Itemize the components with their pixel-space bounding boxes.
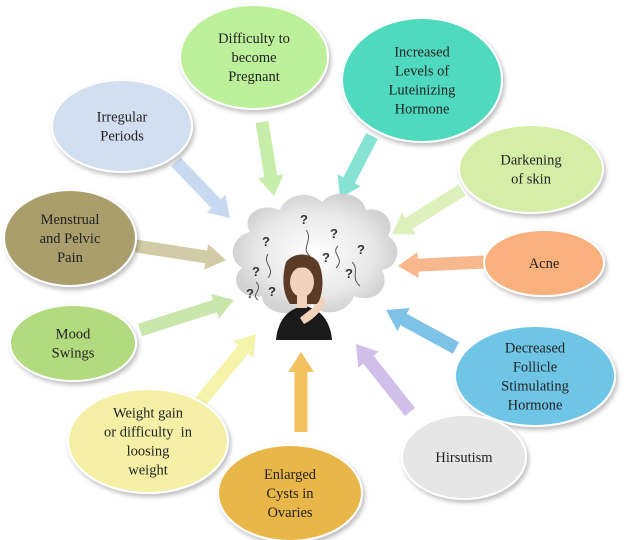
bubble-shape-difficulty-pregnant xyxy=(179,4,329,110)
bubble-text-darkening-skin-line-1: Darkening xyxy=(500,153,561,169)
bubble-text-irregular-periods-line-1: Irregular xyxy=(97,110,148,126)
bubble-text-menstrual-pain-line-3: Pain xyxy=(57,250,84,266)
bubble-shape-acne xyxy=(483,229,605,297)
arrow-enlarged-cysts xyxy=(288,352,314,432)
bubble-text-menstrual-pain-line-1: Menstrual xyxy=(41,212,100,228)
arrow-acne xyxy=(398,252,485,279)
bubble-acne: Acne xyxy=(483,229,605,297)
bubble-text-luteinizing-hormone-line-4: Hormone xyxy=(395,102,450,118)
arrows-layer xyxy=(135,121,485,432)
woman-figure xyxy=(276,254,332,340)
svg-text:?: ? xyxy=(252,264,260,279)
bubble-text-mood-swings-line-1: Mood xyxy=(56,327,91,343)
bubble-text-menstrual-pain-line-2: and Pelvic xyxy=(40,231,101,247)
bubble-text-luteinizing-hormone-line-1: Increased xyxy=(394,45,450,61)
svg-text:?: ? xyxy=(262,234,270,249)
bubble-text-luteinizing-hormone-line-3: Luteinizing xyxy=(389,83,456,99)
svg-text:?: ? xyxy=(345,266,353,281)
bubble-text-acne-line-1: Acne xyxy=(529,256,560,272)
svg-text:?: ? xyxy=(300,212,308,227)
bubble-shape-hirsutism xyxy=(401,414,527,500)
bubble-darkening-skin: Darkening of skin xyxy=(458,124,604,214)
arrow-difficulty-pregnant xyxy=(255,121,284,196)
bubble-text-follicle-hormone-line-1: Decreased xyxy=(505,341,566,357)
bubble-text-difficulty-pregnant-line-2: become xyxy=(231,50,276,66)
svg-text:?: ? xyxy=(330,226,338,241)
bubble-text-weight-gain-line-3: loosing xyxy=(127,444,170,460)
arrow-irregular-periods xyxy=(171,157,230,218)
bubble-text-hirsutism-line-1: Hirsutism xyxy=(435,450,493,466)
arrow-weight-gain xyxy=(195,334,256,407)
arrow-luteinizing-hormone xyxy=(337,133,378,198)
bubble-text-weight-gain-line-2: or difficulty in xyxy=(104,425,193,441)
bubble-shape-irregular-periods xyxy=(51,79,193,173)
svg-text:?: ? xyxy=(268,284,276,299)
bubble-text-mood-swings-line-2: Swings xyxy=(52,346,95,362)
bubble-text-difficulty-pregnant-line-1: Difficulty to xyxy=(218,31,290,47)
bubble-shape-mood-swings xyxy=(9,304,137,382)
question-marks: ? ? ? ? ? ? ? ? ? xyxy=(246,212,365,301)
bubble-text-weight-gain-line-1: Weight gain xyxy=(113,406,184,422)
bubble-shape-follicle-hormone xyxy=(454,325,616,427)
bubble-hirsutism: Hirsutism xyxy=(401,414,527,500)
arrow-menstrual-pain xyxy=(135,239,226,270)
arrow-follicle-hormone xyxy=(386,308,460,354)
bubble-text-enlarged-cysts-line-1: Enlarged xyxy=(264,467,317,483)
center-illustration: ? ? ? ? ? ? ? ? ? xyxy=(232,193,398,340)
bubble-text-follicle-hormone-line-3: Stimulating xyxy=(501,379,569,395)
arrow-darkening-skin xyxy=(392,184,466,235)
svg-text:?: ? xyxy=(357,242,365,257)
arrow-mood-swings xyxy=(138,293,234,337)
bubble-text-enlarged-cysts-line-2: Cysts in xyxy=(266,486,314,502)
bubble-shape-enlarged-cysts xyxy=(217,444,363,540)
bubble-text-difficulty-pregnant-line-3: Pregnant xyxy=(228,69,280,85)
bubble-shape-weight-gain xyxy=(67,388,229,494)
bubble-shape-darkening-skin xyxy=(458,124,604,214)
bubble-text-follicle-hormone-line-2: Follicle xyxy=(513,360,557,376)
bubble-shape-menstrual-pain xyxy=(3,189,137,287)
arrow-hirsutism xyxy=(356,344,416,416)
thought-cloud xyxy=(232,193,398,314)
svg-text:?: ? xyxy=(322,250,330,265)
bubble-text-follicle-hormone-line-4: Hormone xyxy=(508,398,563,414)
squiggle-lines xyxy=(254,229,361,301)
svg-text:?: ? xyxy=(246,286,254,301)
bubble-text-darkening-skin-line-2: of skin xyxy=(511,172,552,188)
bubble-shape-luteinizing-hormone xyxy=(341,17,503,143)
bubble-text-luteinizing-hormone-line-2: Levels of xyxy=(395,64,450,80)
bubble-weight-gain: Weight gain or difficulty in loosing weight xyxy=(67,388,229,494)
bubble-text-weight-gain-line-4: weight xyxy=(128,463,167,479)
bubble-text-enlarged-cysts-line-3: Ovaries xyxy=(267,505,312,521)
bubble-text-irregular-periods-line-2: Periods xyxy=(100,129,144,145)
